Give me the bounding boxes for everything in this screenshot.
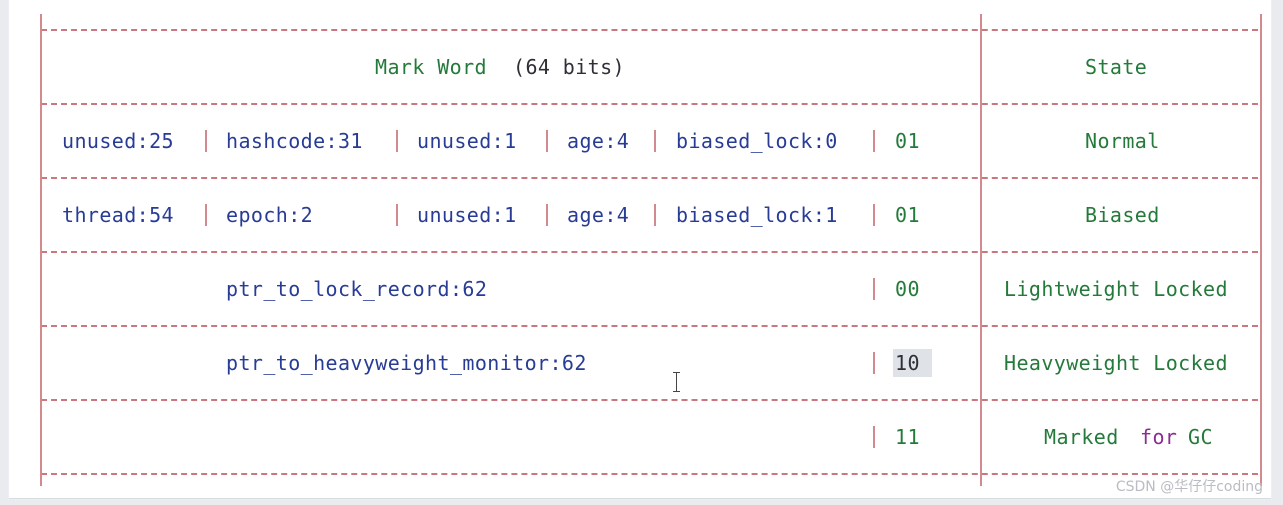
lock-bits-divider [873,426,875,448]
text-cursor-icon [672,372,682,392]
mark-word-table: Mark Word (64 bits) State unused:25 hash… [9,0,1271,499]
table-rule-row4 [41,399,1258,401]
table-rule-header [41,103,1258,105]
table-rule-row3 [41,325,1258,327]
field-separator [546,204,548,226]
field-unused-1: unused:1 [417,129,517,153]
lock-bits-value: 00 [895,277,920,301]
state-gc: GC [1188,425,1213,449]
watermark: CSDN @华仔仔coding [1115,479,1263,495]
lock-bits-value-selected[interactable]: 10 [893,349,932,377]
field-separator [654,130,656,152]
state-biased: Biased [1085,203,1160,227]
table-rule-row2 [41,251,1258,253]
field-separator [205,204,207,226]
field-unused-1: unused:1 [417,203,517,227]
lock-bits-divider [873,204,875,226]
field-age-4: age:4 [567,203,630,227]
lock-bits-divider [873,278,875,300]
state-for-keyword: for [1140,425,1178,449]
table-right-border [1260,14,1262,486]
state-lightweight-locked: Lightweight Locked [1004,277,1228,301]
lock-bits-value: 01 [895,203,920,227]
field-separator [654,204,656,226]
field-age-4: age:4 [567,129,630,153]
field-unused-25: unused:25 [62,129,174,153]
field-separator [396,204,398,226]
lock-bits-divider [873,352,875,374]
table-state-divider [980,14,982,486]
field-hashcode-31: hashcode:31 [226,129,363,153]
field-biased-lock-1: biased_lock:1 [676,203,838,227]
field-ptr-to-heavyweight-monitor: ptr_to_heavyweight_monitor:62 [226,351,587,375]
lock-bits-divider [873,130,875,152]
field-thread-54: thread:54 [62,203,174,227]
state-marked: Marked [1044,425,1119,449]
header-state: State [1085,55,1148,79]
header-bits: (64 bits) [513,55,625,79]
lock-bits-value: 11 [895,425,920,449]
table-left-border [40,14,42,486]
field-separator [546,130,548,152]
header-mark-word: Mark Word [375,55,487,79]
table-rule-row1 [41,177,1258,179]
field-separator [205,130,207,152]
field-epoch-2: epoch:2 [226,203,314,227]
state-heavyweight-locked: Heavyweight Locked [1004,351,1228,375]
state-normal: Normal [1085,129,1160,153]
field-biased-lock-0: biased_lock:0 [676,129,838,153]
table-rule-top [41,29,1258,31]
table-rule-bottom [41,473,1258,475]
field-separator [396,130,398,152]
field-ptr-to-lock-record: ptr_to_lock_record:62 [226,277,488,301]
lock-bits-value: 01 [895,129,920,153]
